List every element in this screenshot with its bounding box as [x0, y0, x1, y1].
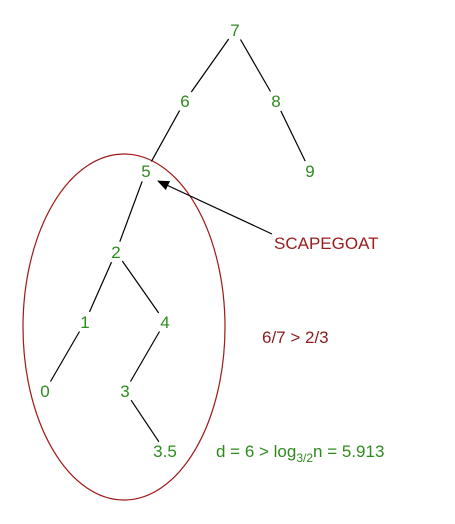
edge-n4-n3	[129, 331, 161, 382]
scapegoat-label: SCAPEGOAT	[274, 234, 379, 253]
edge-n8-n9	[280, 110, 306, 162]
scapegoat-arrow	[157, 180, 273, 235]
node-n8: 8	[271, 92, 280, 111]
node-n4: 4	[160, 313, 169, 332]
weight-ratio-label: 6/7 > 2/3	[262, 328, 329, 347]
node-n1: 1	[80, 313, 89, 332]
node-n7: 7	[230, 21, 239, 40]
node-n3: 3	[120, 382, 129, 401]
edge-n7-n8	[239, 39, 272, 92]
depth-subscript: 3/2	[296, 451, 313, 465]
node-n6: 6	[180, 92, 189, 111]
node-n3_5: 3.5	[153, 442, 177, 461]
edge-n2-n1	[88, 261, 113, 313]
tree-nodes: 7 6 8 5 9 2 1 4 0 3 3.5	[40, 21, 314, 461]
node-n5: 5	[141, 162, 150, 181]
depth-condition-label: d = 6 > log3/2n = 5.913	[216, 442, 384, 465]
edge-n1-n0	[49, 331, 81, 382]
subtree-ellipse	[22, 153, 226, 501]
node-n0: 0	[40, 382, 49, 401]
tree-edges	[49, 38, 306, 443]
edge-n3-n3_5	[130, 399, 160, 443]
edge-n7-n6	[190, 38, 230, 93]
edge-n5-n2	[119, 181, 143, 242]
depth-prefix: d = 6 > log	[216, 442, 296, 461]
edge-n2-n4	[121, 260, 160, 314]
node-n2: 2	[111, 243, 120, 262]
edge-n6-n5	[150, 110, 181, 162]
depth-suffix: n = 5.913	[313, 442, 384, 461]
node-n9: 9	[305, 162, 314, 181]
